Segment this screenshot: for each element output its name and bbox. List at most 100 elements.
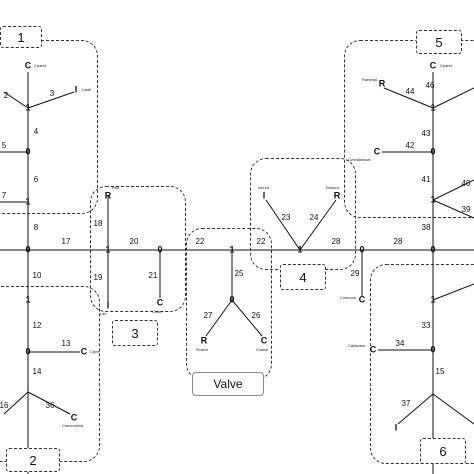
label-s1-c: Cparet	[34, 63, 47, 68]
bond-number-29: 29	[350, 269, 360, 278]
label-s3-i: Lsd	[100, 311, 107, 316]
bond-number-18: 18	[93, 219, 103, 228]
bond-number-17: 17	[61, 237, 71, 246]
bond-number-37: 37	[401, 399, 411, 408]
bond-36-line	[27, 391, 71, 415]
element-i-s6: I	[394, 422, 398, 433]
label-s4-i: Ishunt	[258, 185, 269, 190]
label-s2-c: Ctyre	[90, 349, 100, 354]
label-valve-r: Rvalve	[196, 347, 209, 352]
element-i-s3: I	[106, 300, 110, 311]
bond-number-22b: 22	[256, 237, 266, 246]
region-subsystem-3	[90, 186, 186, 312]
junction-s3-one: 1	[105, 244, 111, 255]
bond-2-line	[3, 91, 29, 109]
bond-38b-line	[432, 393, 474, 425]
element-c-s1-top: C	[24, 60, 32, 71]
junction-s5-one-bot: 1	[430, 194, 436, 205]
tag-subsystem-2: 2	[6, 448, 60, 472]
bond-number-25: 25	[234, 269, 244, 278]
bond-number-21: 21	[148, 271, 158, 280]
bond-number-27: 27	[203, 311, 213, 320]
bond-46-line	[432, 87, 474, 109]
label-s5-c: Cparet	[440, 63, 453, 68]
bond-number-28b: 28	[393, 237, 403, 246]
region-subsystem-1	[0, 40, 98, 214]
element-r-s4: R	[333, 190, 341, 201]
junction-valve-zero: 0	[229, 294, 235, 305]
bond-number-28: 28	[331, 237, 341, 246]
bond-23-line	[265, 199, 301, 251]
bond-44-line	[383, 87, 434, 109]
element-c-s2-b: C	[70, 412, 78, 423]
junction-zero-c: 0	[25, 346, 31, 357]
element-r-s3: R	[104, 190, 112, 201]
element-c-s6-a: C	[358, 294, 366, 305]
bond-number-15: 15	[435, 367, 445, 376]
element-c-valve: C	[260, 335, 268, 346]
bond-number-22: 22	[195, 237, 205, 246]
tag-subsystem-3: 3	[112, 320, 158, 346]
junction-top-one: 1	[25, 102, 31, 113]
bond-number-36: 36	[45, 401, 55, 410]
bond-number-14: 14	[32, 367, 42, 376]
bond-40-line	[432, 179, 474, 201]
junction-one-b: 1	[25, 294, 31, 305]
label-s5-r: Rarterial	[362, 77, 378, 82]
element-r-s5: R	[378, 78, 386, 89]
bond-number-24: 24	[309, 213, 319, 222]
junction-s5-one-top: 1	[430, 102, 436, 113]
element-c-s5-top: C	[429, 60, 437, 71]
bond-number-16: 16	[0, 401, 9, 410]
bond-number-2: 2	[3, 91, 9, 100]
bond-number-13: 13	[61, 339, 71, 348]
bond-upper-right-line	[432, 283, 474, 301]
bond-3-line	[27, 91, 75, 109]
bond-number-26: 26	[251, 311, 261, 320]
junction-zero-b: 0	[25, 244, 31, 255]
bond-number-10: 10	[32, 271, 42, 280]
bond-number-39: 39	[461, 205, 471, 214]
junction-s6-one: 1	[430, 294, 436, 305]
tag-subsystem-4: 4	[280, 264, 326, 290]
bond-number-12: 12	[32, 321, 42, 330]
junction-mid-zero: 0	[359, 244, 365, 255]
junction-valve-one: 1	[229, 244, 235, 255]
label-s3-r: Rsd	[112, 185, 120, 190]
label-s1-i: Lwall	[82, 87, 92, 92]
bond-27-line	[205, 299, 233, 337]
label-s6-cb: Cartesian	[348, 343, 366, 348]
label-s3-c: Cstorr	[152, 309, 163, 314]
bond-number-42: 42	[405, 141, 415, 150]
bond-number-43: 43	[421, 129, 431, 138]
label-s2-cb: Cmicrovena	[62, 423, 84, 428]
element-c-s2-a: C	[80, 346, 88, 357]
bond-number-19: 19	[93, 273, 103, 282]
bond-24-line	[299, 199, 337, 251]
junction-one-a: 1	[25, 196, 31, 207]
junction-s6-zero-a: 0	[430, 244, 436, 255]
bond-number-34: 34	[395, 339, 405, 348]
label-valve-c: Cvalve	[256, 347, 269, 352]
bond-number-41: 41	[421, 175, 431, 184]
region-subsystem-5	[344, 40, 474, 218]
junction-s4-one: 1	[297, 244, 303, 255]
tag-subsystem-1: 1	[0, 26, 42, 48]
label-s4-r: Rshunt	[326, 185, 339, 190]
tag-subsystem-5: 5	[416, 30, 462, 54]
bond-number-33: 33	[421, 321, 431, 330]
bond-number-8: 8	[33, 223, 39, 232]
element-i-s4: I	[262, 190, 266, 201]
tag-valve: Valve	[192, 372, 264, 396]
element-c-s5-mid: C	[373, 146, 381, 157]
bond-number-38: 38	[421, 223, 431, 232]
tag-subsystem-6: 6	[420, 438, 466, 464]
bond-number-20: 20	[129, 237, 139, 246]
bond-number-7: 7	[1, 191, 7, 200]
bond-number-5: 5	[1, 141, 7, 150]
element-c-s6-b: C	[369, 344, 377, 355]
element-r-valve: R	[200, 335, 208, 346]
bond-number-44: 44	[405, 87, 415, 96]
